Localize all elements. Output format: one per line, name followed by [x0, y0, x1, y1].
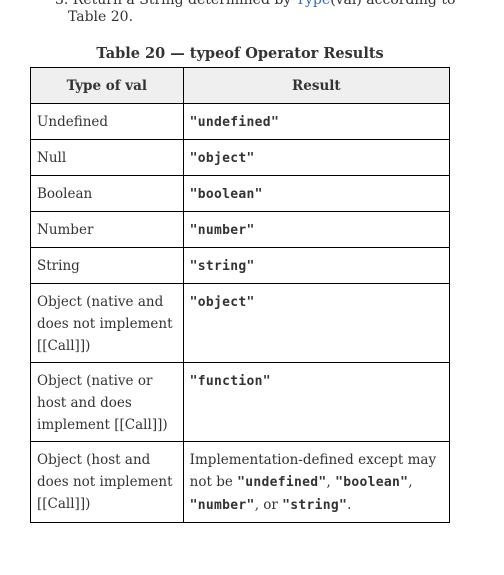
result-code: "undefined"	[237, 475, 327, 490]
result-value: "undefined"	[189, 115, 280, 130]
table-row: Number "number"	[30, 211, 451, 248]
table-row: Null "object"	[30, 139, 451, 176]
type-link[interactable]: Type	[295, 0, 331, 8]
result-code: "number"	[189, 498, 255, 513]
table-row: Object (native or host and does implemen…	[30, 362, 451, 442]
result-value: "object"	[189, 151, 255, 166]
result-value: "object"	[189, 295, 255, 310]
clipped-previous-line: 3. Return a String determined by Type(va…	[55, 0, 455, 8]
result-text: ,	[326, 474, 336, 490]
type-cell: Number	[30, 211, 184, 248]
type-cell: Object (native or host and does implemen…	[30, 362, 184, 442]
result-text: .	[347, 497, 352, 513]
result-value: "number"	[189, 223, 255, 238]
typeof-results-table: Type of val Result Undefined "undefined"…	[30, 67, 451, 523]
header-type-of-val: Type of val	[30, 67, 184, 104]
result-note: Implementation-defined except may not be…	[182, 441, 451, 523]
intro-line: Table 20.	[68, 9, 134, 25]
table-caption: Table 20 — typeof Operator Results	[96, 45, 384, 62]
result-code: "string"	[282, 498, 348, 513]
result-text: , or	[254, 497, 283, 513]
result-value: "boolean"	[189, 187, 263, 202]
type-cell: Undefined	[30, 103, 184, 140]
table-row: Object (native and does not implement [[…	[30, 283, 451, 363]
table-row: Object (host and does not implement [[Ca…	[30, 441, 451, 523]
result-value: "string"	[189, 259, 255, 274]
table-row: String "string"	[30, 247, 451, 284]
type-cell: Null	[30, 139, 184, 176]
clipped-prefix: 3. Return a String determined by	[55, 0, 296, 8]
result-text: Implementation-defined except may not be	[189, 452, 437, 490]
table-header-row: Type of val Result	[30, 67, 451, 104]
table-row: Undefined "undefined"	[30, 103, 451, 140]
clipped-suffix: (val) according to	[330, 0, 456, 8]
header-result: Result	[182, 67, 451, 104]
result-code: "boolean"	[335, 475, 409, 490]
type-cell: Boolean	[30, 175, 184, 212]
type-cell: Object (native and does not implement [[…	[30, 283, 184, 363]
result-text: ,	[408, 474, 413, 490]
table-row: Boolean "boolean"	[30, 175, 451, 212]
type-cell: Object (host and does not implement [[Ca…	[30, 441, 184, 523]
result-value: "function"	[189, 374, 271, 389]
type-cell: String	[30, 247, 184, 284]
